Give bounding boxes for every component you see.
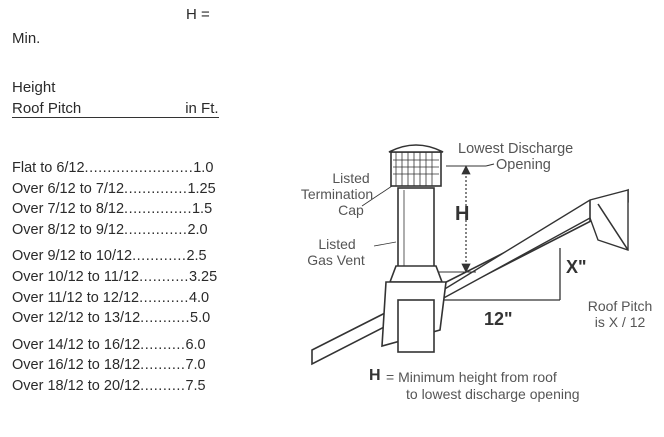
roof-ridge-edge-2 [597,203,629,251]
roof-pitch-label-1: Roof Pitch [587,298,653,314]
header-height: Height [12,79,56,96]
row-height: 7.0 [185,357,206,374]
header-h-equals: H = [186,6,210,23]
row-pitch: Over 9/12 to 10/12 [12,248,133,265]
table-row: Over 6/12 to 7/12..............1.25 [12,179,282,200]
row-pitch: Over 8/12 to 9/12 [12,221,125,238]
termination-label-1: Listed [332,170,370,186]
table-row: Flat to 6/12........................1.0 [12,158,282,179]
row-dots: .............. [124,180,188,197]
opening-label: Opening [496,157,551,173]
gas-vent-label-2: Gas Vent [307,252,365,268]
gas-vent-leader [373,241,397,247]
row-pitch: Over 11/12 to 12/12 [12,289,140,306]
row-pitch: Over 10/12 to 11/12 [12,268,140,285]
row-dots: ............ [132,248,187,265]
row-height: 1.5 [191,201,213,218]
row-height: 3.25 [188,268,218,285]
termination-cap-top [388,144,444,153]
legend-text-1: = Minimum height from roof [386,369,557,385]
roof-ridge [428,189,629,301]
row-dots: .......... [140,336,186,353]
table-row: Over 7/12 to 8/12...............1.5 [12,199,282,220]
table-row: Over 18/12 to 20/12..........7.5 [12,376,282,397]
header-blank-line: ​ [81,100,186,118]
table-row: Over 14/12 to 16/12..........6.0 [12,335,282,356]
x-marker: X" [566,257,587,277]
row-height: 1.0 [193,160,214,176]
table-row: Over 12/12 to 13/12...........5.0 [12,308,282,329]
h-arrow-top [461,165,471,175]
h-arrow-bottom [461,263,471,273]
row-dots: ........... [139,289,189,306]
lowest-discharge-leader [485,163,495,167]
row-pitch: Over 18/12 to 20/12 [12,377,141,394]
row-pitch: Over 6/12 to 7/12 [12,180,125,197]
row-dots: .......... [140,377,186,394]
cap-louvers [393,152,439,186]
row-height: 2.5 [186,248,207,265]
roof-pitch-label-2: is X / 12 [594,314,646,330]
termination-leader [361,185,393,207]
run-marker: 12" [484,309,513,329]
termination-label-2: Termination [300,186,374,202]
pipe-below-roof [397,299,435,353]
row-pitch: Over 14/12 to 16/12 [12,336,141,353]
row-height: 2.0 [187,221,208,238]
legend-text-2: to lowest discharge opening [406,386,580,402]
row-height: 4.0 [188,289,210,306]
table-row: Over 16/12 to 18/12..........7.0 [12,355,282,376]
legend-h: H [369,367,381,384]
header-roof-pitch-row: Roof Pitch​in Ft. [12,100,219,118]
row-dots: .............. [124,221,188,238]
row-dots: ........................ [84,160,194,176]
header-roof-pitch: Roof Pitch [12,100,82,118]
termination-cap-body [390,151,442,187]
gas-vent-label-1: Listed [318,236,356,252]
header-min: Min. [12,30,41,47]
table-row: Over 8/12 to 9/12..............2.0 [12,220,282,241]
row-height: 7.5 [185,377,206,394]
termination-label-3: Cap [338,202,364,218]
row-pitch: Over 16/12 to 18/12 [12,357,141,374]
h-marker: H [455,203,470,225]
table-row: Over 10/12 to 11/12...........3.25 [12,267,282,288]
row-height: 1.25 [187,180,216,197]
table-row: Over 9/12 to 10/12............2.5 [12,246,282,267]
row-dots: ............... [124,201,192,218]
row-pitch: Over 12/12 to 13/12 [12,310,141,327]
row-height: 5.0 [190,310,211,327]
row-dots: ........... [139,268,189,285]
row-pitch: Over 7/12 to 8/12 [12,201,125,218]
gas-vent-pipe [397,187,435,269]
row-dots: .......... [140,357,186,374]
storm-collar [388,265,444,283]
row-dots: ........... [140,310,190,327]
header-in-ft: in Ft. [185,100,219,118]
lowest-discharge-label: Lowest Discharge [458,141,574,157]
row-height: 6.0 [185,336,206,353]
table-row: Over 11/12 to 12/12...........4.0 [12,288,282,309]
row-pitch: Flat to 6/12 [12,160,85,176]
